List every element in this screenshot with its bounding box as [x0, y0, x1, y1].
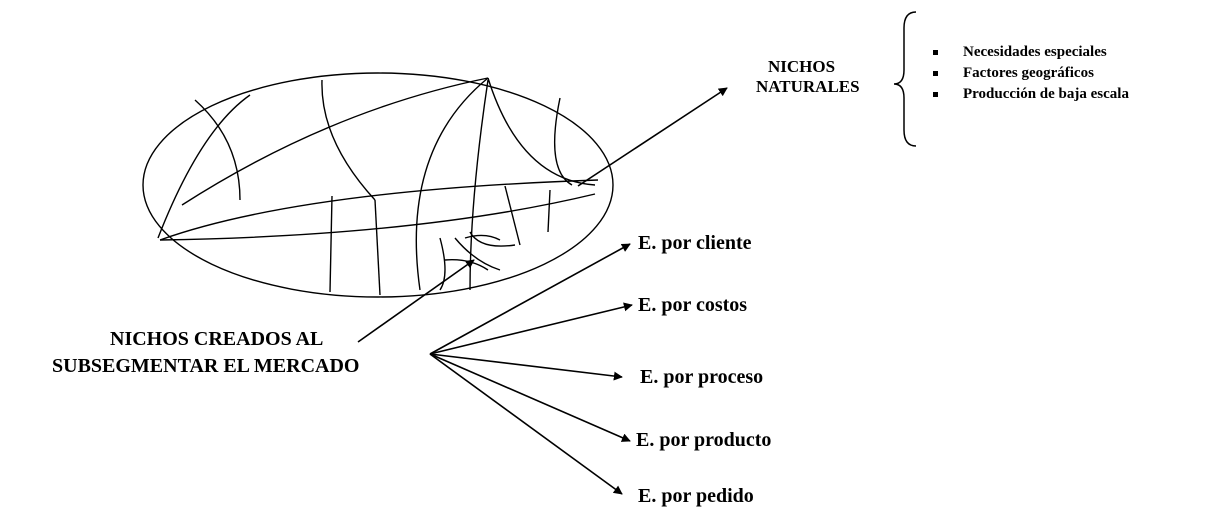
segment-curve [487, 77, 596, 186]
created-niches-label-line2: SUBSEGMENTAR EL MERCADO [52, 355, 360, 377]
strategy-arrow [429, 353, 631, 442]
strategy-label-pedido: E. por pedido [638, 485, 754, 507]
strategy-label-costos: E. por costos [638, 294, 748, 316]
strategy-label-cliente: E. por cliente [638, 232, 752, 254]
strategy-arrow [429, 353, 623, 381]
market-ellipse [142, 72, 614, 298]
bullet-icon [933, 92, 938, 97]
natural-niche-item: Factores geográficos [933, 63, 1129, 84]
market-band-upper [159, 179, 599, 241]
bullet-icon [933, 50, 938, 55]
created-niches-label-line1: NICHOS CREADOS AL [110, 328, 324, 350]
segment-curve [321, 79, 376, 201]
sub-segment-curve [439, 237, 446, 291]
sub-segment-curve [454, 237, 501, 271]
sub-segment-curve [464, 234, 501, 241]
natural-niche-text: Producción de baja escala [963, 86, 1129, 102]
strategy-arrow [429, 302, 633, 355]
strategy-arrows [429, 243, 633, 495]
natural-niches-label-line1: NICHOS [768, 57, 836, 76]
segment-curve [547, 189, 551, 233]
arrow-to-sub-segment [357, 259, 475, 343]
natural-niches-brace [893, 11, 917, 147]
bullet-icon [933, 71, 938, 76]
segment-curve [157, 94, 251, 239]
segment-curve [194, 99, 241, 201]
market-ellipse-outline [142, 72, 614, 298]
segment-curve [415, 77, 489, 291]
market-band-lower [159, 193, 596, 241]
strategy-arrow [429, 243, 631, 355]
arrow-to-natural-niches [577, 87, 728, 187]
natural-niches-list: Necesidades especiales Factores geográfi… [933, 42, 1129, 105]
segment-curve [181, 77, 489, 206]
natural-niche-text: Necesidades especiales [963, 44, 1107, 60]
natural-niches-label-line2: NATURALES [756, 77, 860, 96]
natural-niche-item: Necesidades especiales [933, 42, 1129, 63]
segment-curve [554, 97, 573, 186]
natural-niche-text: Factores geográficos [963, 65, 1094, 81]
segment-curve [374, 199, 381, 296]
segment-curve [504, 185, 521, 246]
natural-niche-item: Producción de baja escala [933, 84, 1129, 105]
sub-segment-curve [469, 231, 516, 247]
strategy-arrow [429, 353, 623, 495]
strategy-label-proceso: E. por proceso [640, 366, 764, 388]
strategy-label-producto: E. por producto [636, 429, 772, 451]
segment-curve [329, 195, 333, 293]
